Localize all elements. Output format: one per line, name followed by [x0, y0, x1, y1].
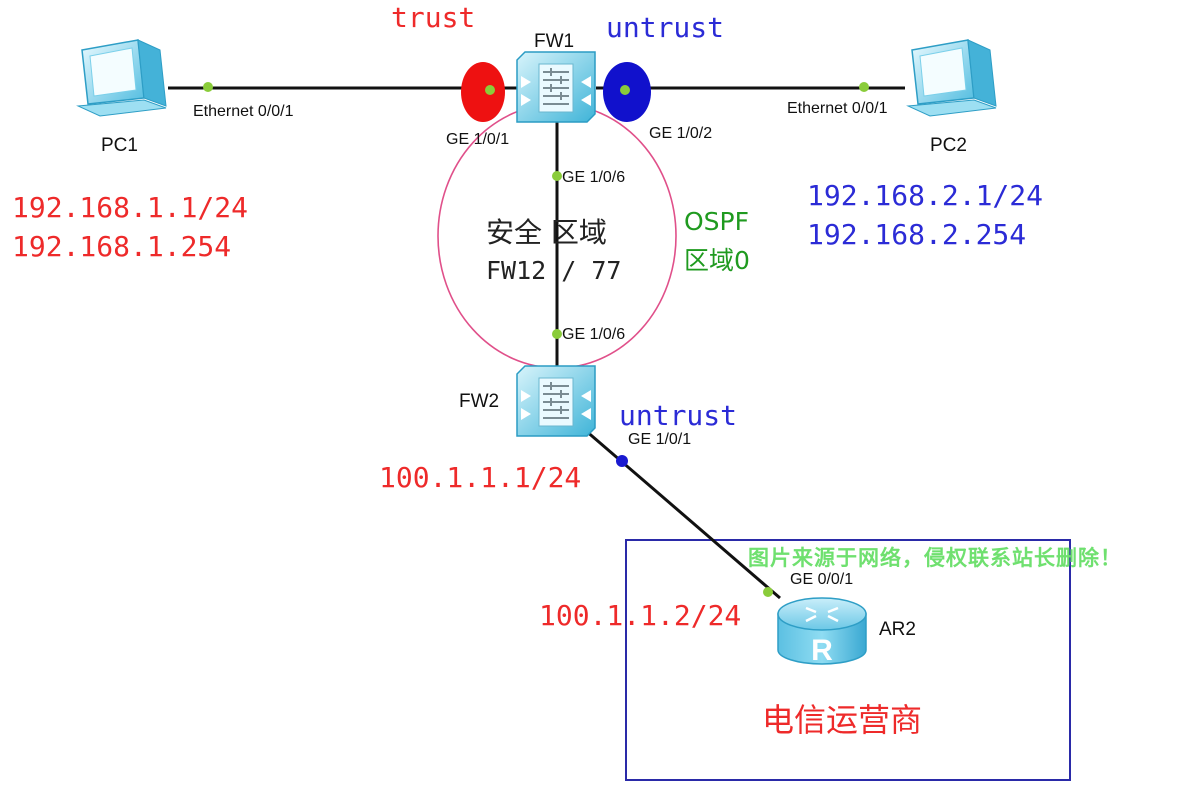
fw1-ge106-dot — [552, 171, 562, 181]
ospf-area-label: 区域0 — [684, 246, 750, 275]
fw1-firewall-icon[interactable] — [516, 51, 596, 123]
security-area-subtitle: FW12 / 77 — [486, 256, 622, 285]
carrier-label: 电信运营商 — [762, 701, 923, 739]
ar2-ge001-dot — [763, 587, 773, 597]
fw2-untrust-label: untrust — [619, 399, 738, 432]
pc2-label: PC2 — [930, 135, 967, 156]
ar2-ip-label: 100.1.1.2/24 — [539, 599, 742, 632]
security-area-title: 安全 区域 — [486, 216, 607, 249]
fw2-firewall-icon[interactable] — [516, 365, 596, 437]
fw1-ge102-label: GE 1/0/2 — [649, 125, 713, 142]
pc1-label: PC1 — [101, 135, 138, 156]
pc2-ip-label: 192.168.2.1/24 — [807, 179, 1044, 212]
carrier-box — [625, 539, 1071, 781]
fw2-label: FW2 — [459, 391, 500, 412]
fw1-trust-label: trust — [391, 1, 476, 34]
svg-text:R: R — [811, 634, 833, 667]
pc2-port-dot — [859, 82, 869, 92]
fw1-ge102-dot — [620, 85, 630, 95]
fw2-wan-ip-label: 100.1.1.1/24 — [379, 461, 582, 494]
fw2-ge106-dot — [552, 329, 562, 339]
fw1-ge106-label: GE 1/0/6 — [562, 169, 626, 186]
pc2-gateway-label: 192.168.2.254 — [807, 218, 1027, 251]
fw1-untrust-label: untrust — [606, 11, 725, 44]
link-fw2-ar2 — [584, 428, 781, 600]
fw2-ge101-label: GE 1/0/1 — [628, 431, 692, 448]
ar2-ge001-label: GE 0/0/1 — [790, 571, 854, 588]
pc1-gateway-label: 192.168.1.254 — [12, 230, 232, 263]
pc1-port-label: Ethernet 0/0/1 — [193, 103, 294, 120]
pc2-port-label: Ethernet 0/0/1 — [787, 100, 888, 117]
fw2-ge106-label: GE 1/0/6 — [562, 326, 626, 343]
ar2-label: AR2 — [879, 619, 916, 640]
fw1-label: FW1 — [534, 31, 575, 52]
fw1-ge101-dot — [485, 85, 495, 95]
pc2-icon[interactable] — [906, 39, 997, 117]
watermark-text: 图片来源于网络，侵权联系站长删除！ — [748, 546, 1122, 570]
trust-zone-marker — [461, 62, 505, 122]
fw1-ge101-label: GE 1/0/1 — [446, 131, 510, 148]
ospf-label: OSPF — [684, 207, 750, 236]
pc1-port-dot — [203, 82, 213, 92]
ar2-router-icon[interactable]: R — [777, 597, 867, 667]
pc1-ip-label: 192.168.1.1/24 — [12, 191, 249, 224]
fw2-ge101-dot — [616, 455, 628, 467]
pc1-icon[interactable] — [76, 39, 167, 117]
